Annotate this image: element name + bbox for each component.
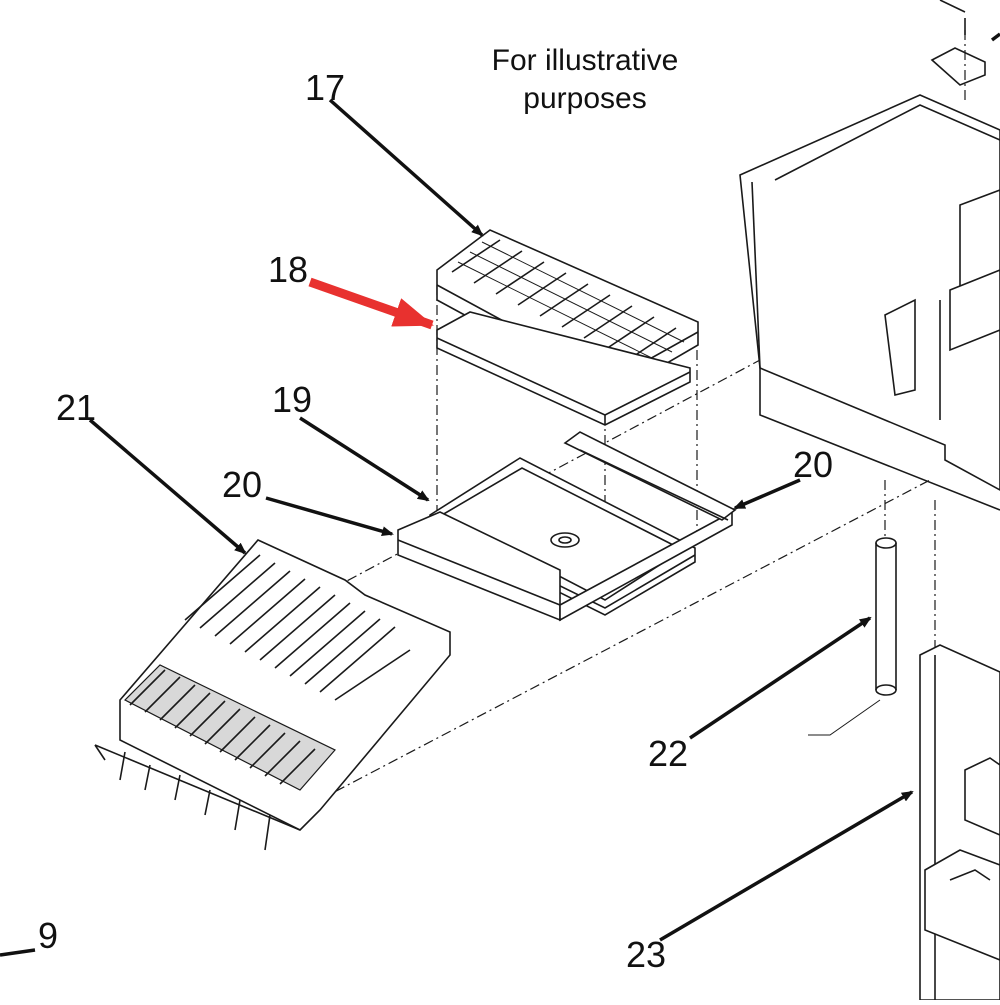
part-21-grille: [94, 539, 451, 851]
callout-18: 18: [268, 249, 308, 290]
callout-20-right: 20: [793, 444, 833, 485]
leader-17: [328, 98, 484, 237]
leader-lines: [0, 32, 1000, 957]
callout-23: 23: [626, 934, 666, 975]
freezer-compartment: [739, 0, 1000, 511]
callout-17: 17: [305, 67, 345, 108]
leader-23: [659, 790, 914, 942]
part-18-plate: [436, 311, 691, 426]
part-23-housing: [919, 644, 1000, 1001]
leader-20-left: [265, 496, 394, 537]
leader-top-right: [990, 32, 1000, 42]
leader-19: [299, 416, 430, 502]
note-line-1: For illustrative: [491, 44, 679, 77]
callout-20-left: 20: [222, 464, 262, 505]
callout-labels: 17 18 19 20 20 21 22 23 9: [38, 67, 833, 975]
leader-21: [88, 418, 247, 555]
part-20-base: [397, 431, 737, 622]
leader-20-right: [733, 478, 801, 510]
illustrative-note: For illustrative purposes: [440, 42, 730, 118]
leader-9: [0, 948, 36, 957]
highlight-arrow-18: [308, 277, 434, 330]
callout-21: 21: [56, 387, 96, 428]
callout-9: 9: [38, 915, 58, 956]
note-line-2: purposes: [523, 82, 647, 115]
leader-22: [689, 616, 872, 740]
part-22-tube: [808, 537, 897, 736]
callout-19: 19: [272, 379, 312, 420]
callout-22: 22: [648, 733, 688, 774]
